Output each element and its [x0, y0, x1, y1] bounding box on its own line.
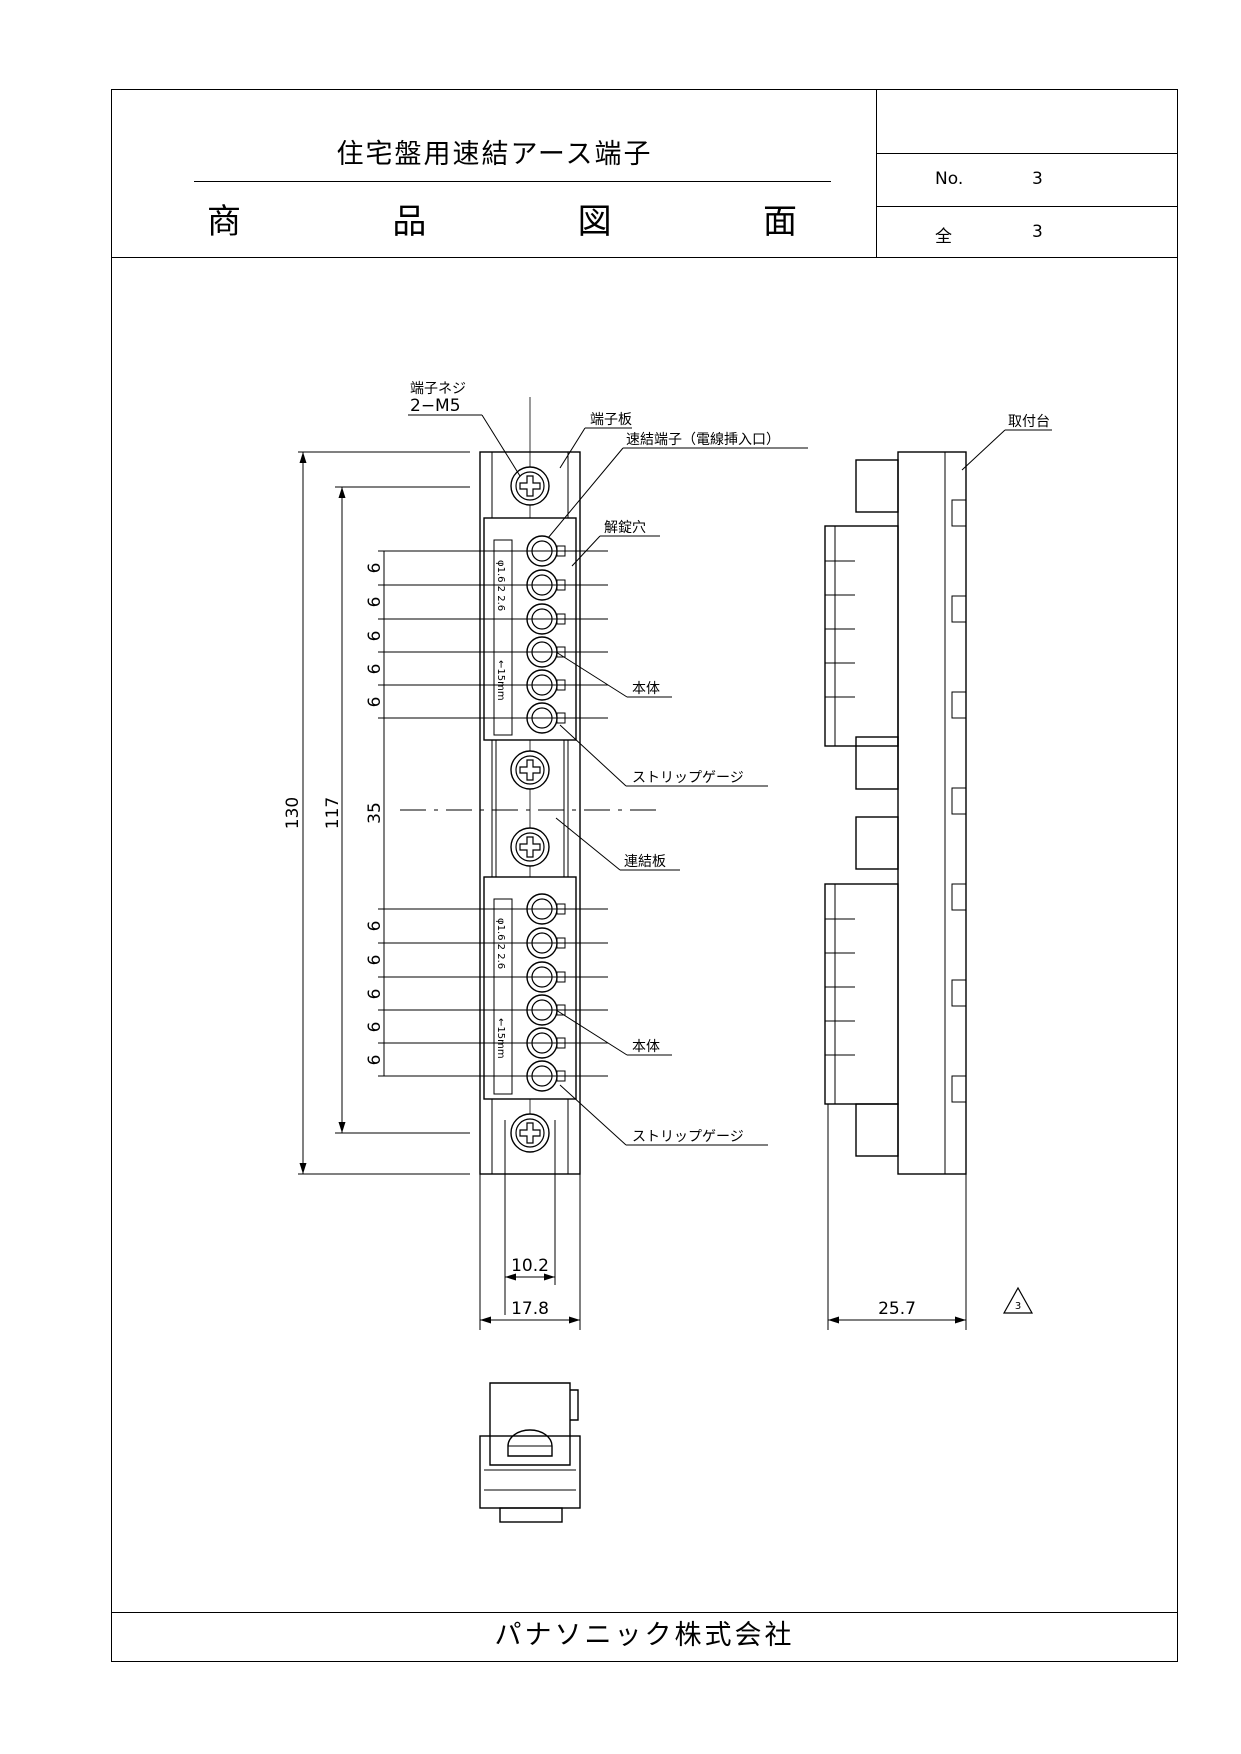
outer-width-dim: 17.8 [511, 1299, 549, 1319]
pitch-dim: 6 [365, 697, 385, 708]
dimension-arrows [299, 452, 966, 1324]
middle-gap-dim: 35 [365, 802, 385, 824]
subtitle-char: 面 [762, 202, 797, 242]
strip-gauge-label-top: ストリップゲージ [632, 770, 744, 786]
terminal-plate-label: 端子板 [590, 412, 632, 428]
screw-label: 端子ネジ [410, 381, 466, 397]
body-marking: φ1.6 2 2.6 ←15mm φ1.6 2 2.6 ←15mm [495, 560, 506, 1059]
overall-height-dim: 130 [283, 797, 303, 829]
drawing-frame: 住宅盤用速結アース端子 商 品 図 面 No. 3 全 3 パナソニック株式会社 [111, 89, 1178, 1662]
wire-size-marking: φ1.6 2 2.6 [495, 918, 506, 969]
subtitle-char: 図 [577, 202, 612, 242]
wire-size-marking: φ1.6 2 2.6 [495, 560, 506, 611]
revision-mark: 3 [1002, 1286, 1034, 1314]
pitch-dim: 6 [365, 664, 385, 675]
quick-terminal-label: 速結端子（電線挿入口） [626, 432, 780, 448]
screw-size-label: 2−M5 [410, 396, 461, 416]
terminal-span-dim: 117 [323, 797, 343, 829]
company-name: パナソニック株式会社 [112, 1612, 1177, 1661]
pitch-dim: 6 [365, 1055, 385, 1066]
title-area: 住宅盤用速結アース端子 商 品 図 面 [112, 90, 877, 257]
body-label-top: 本体 [632, 681, 660, 697]
mount-base-label: 取付台 [1008, 414, 1050, 430]
dimension-lines [298, 451, 967, 1330]
sheet-total-label: 全 [935, 227, 952, 247]
end-view [479, 1382, 581, 1523]
pitch-dim: 6 [365, 1022, 385, 1033]
strip-gauge-label-bottom: ストリップゲージ [632, 1129, 744, 1145]
title-block: 住宅盤用速結アース端子 商 品 図 面 No. 3 全 3 [112, 90, 1177, 258]
document-subtitle: 商 品 図 面 [207, 194, 797, 243]
pitch-dim: 6 [365, 989, 385, 1000]
document-title: 住宅盤用速結アース端子 [336, 139, 653, 170]
pitch-dim: 6 [365, 563, 385, 574]
body-label-bottom: 本体 [632, 1039, 660, 1055]
revision-number: 3 [1015, 1301, 1021, 1312]
callout-labels: 端子ネジ 2−M5 端子板 速結端子（電線挿入口） 解錠穴 本体 ストリップゲー… [410, 381, 1050, 1145]
side-view [824, 451, 967, 1175]
leader-lines [408, 414, 1052, 1146]
sheet-blank-cell [877, 90, 1177, 154]
inner-width-dim: 10.2 [511, 1256, 549, 1276]
dimension-values: 130 117 35 6 6 6 6 6 6 6 6 6 6 10.2 17.8… [283, 563, 916, 1319]
release-hole-label: 解錠穴 [604, 520, 646, 536]
subtitle-char: 品 [392, 202, 427, 242]
depth-dim: 25.7 [878, 1299, 916, 1319]
title-divider [194, 181, 831, 182]
sheet-total-row: 全 3 [877, 207, 1177, 258]
pitch-dim: 6 [365, 631, 385, 642]
sheet-number-label: No. [935, 169, 964, 189]
strip-length-marking: ←15mm [495, 660, 506, 701]
sheet-total-value: 3 [1032, 222, 1043, 242]
strip-length-marking: ←15mm [495, 1018, 506, 1059]
link-plate-label: 連結板 [624, 854, 666, 870]
front-view [400, 397, 660, 1330]
sheet-number-value: 3 [1032, 169, 1043, 189]
pitch-dim: 6 [365, 921, 385, 932]
subtitle-char: 商 [207, 202, 241, 242]
pitch-dim: 6 [365, 955, 385, 966]
sheet-info: No. 3 全 3 [877, 90, 1177, 257]
pitch-dim: 6 [365, 597, 385, 608]
sheet-number-row: No. 3 [877, 154, 1177, 207]
